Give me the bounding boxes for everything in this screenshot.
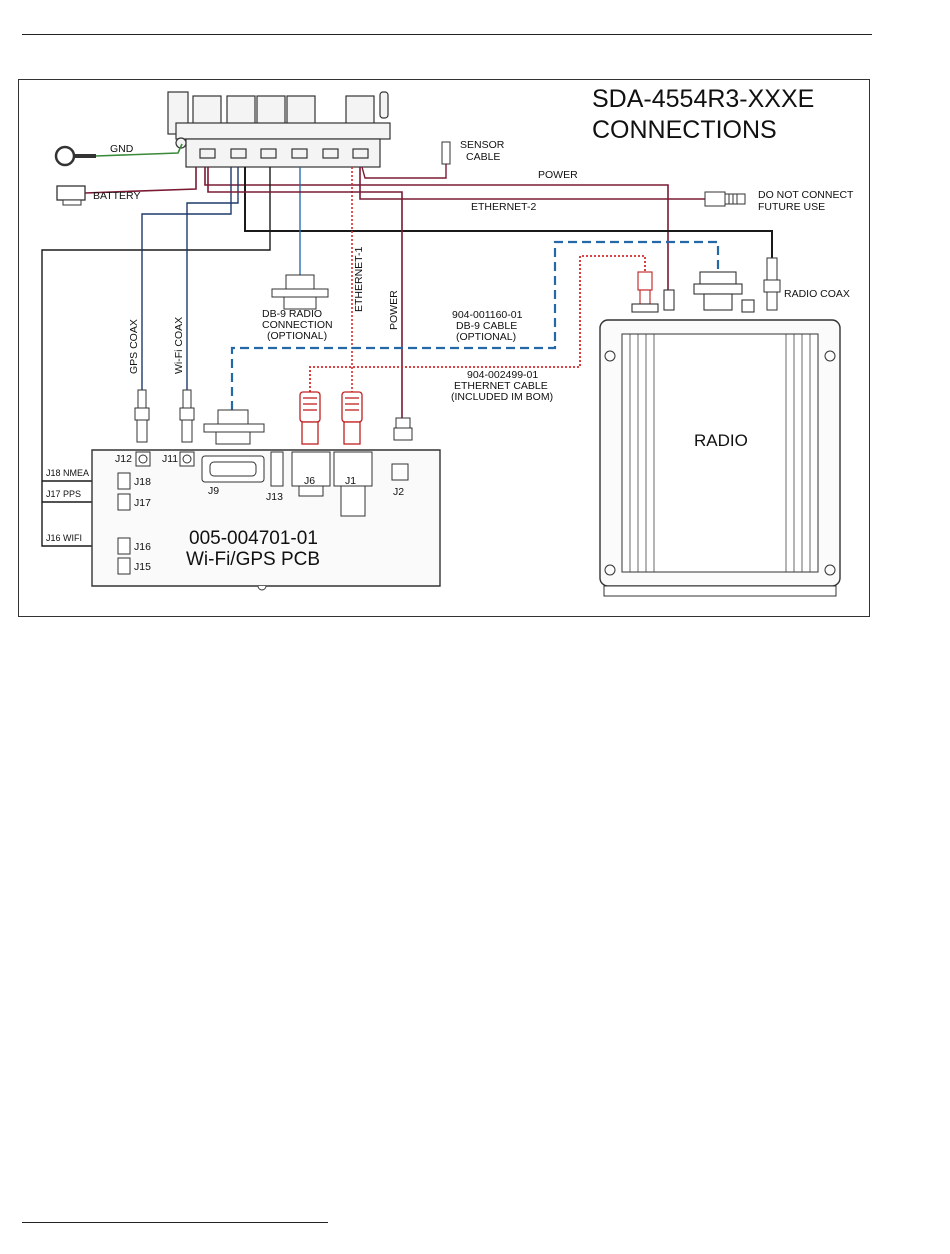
gnd-label: GND — [110, 143, 134, 155]
db9-cable-label-2: DB-9 CABLE — [456, 320, 517, 332]
sensor-connector — [441, 141, 451, 165]
gps-coax-connector — [134, 389, 150, 443]
diagram-frame — [18, 79, 870, 617]
radio-coax-connector — [763, 257, 781, 311]
eth-cable-label-1: 904-002499-01 — [467, 369, 538, 381]
rj45-plug-j6 — [299, 391, 321, 445]
ethernet-cable-wire — [309, 255, 646, 392]
db9-radio-label-2: CONNECTION — [262, 319, 333, 331]
sensor-label-1: SENSOR — [460, 139, 505, 151]
radio-coax-wire — [244, 167, 773, 258]
harness-connector — [167, 91, 391, 168]
battery-connector — [56, 167, 197, 206]
j16-label: J16 — [134, 541, 151, 553]
eth-cable-label-2: ETHERNET CABLE — [454, 380, 548, 392]
radio-coax-label: RADIO COAX — [784, 288, 850, 300]
j9-label: J9 — [208, 485, 219, 497]
gps-coax-label: GPS COAX — [128, 319, 140, 374]
radio-label: RADIO — [694, 431, 748, 450]
dnc-label-1: DO NOT CONNECT — [758, 189, 854, 201]
ethernet1-label: ETHERNET-1 — [353, 246, 365, 312]
sensor-label-2: CABLE — [466, 151, 500, 163]
rj45-plug-j1 — [341, 391, 363, 445]
header-rule — [22, 34, 872, 35]
j18-cable-label: J18 NMEA — [46, 468, 89, 478]
j11-label: J11 — [162, 453, 178, 465]
pcb-board — [91, 449, 441, 591]
battery-label: BATTERY — [93, 190, 140, 202]
power-radio-wire — [204, 167, 669, 300]
j12-label: J12 — [115, 453, 132, 465]
eth-cable-label-3: (INCLUDED IM BOM) — [451, 391, 553, 403]
j18-label: J18 — [134, 476, 151, 488]
wifi-coax-wire — [186, 167, 239, 390]
wifi-coax-connector — [179, 389, 195, 443]
db9-cable-wire — [230, 240, 720, 410]
db9-cable-label-1: 904-001160-01 — [452, 309, 523, 321]
db9-radio-connector — [271, 274, 329, 310]
gnd-ring-terminal — [54, 143, 183, 167]
j6-label: J6 — [304, 475, 315, 487]
power-pcb-plug — [393, 417, 413, 441]
db9-pcb-connector — [203, 409, 265, 445]
ethernet2-label: ETHERNET-2 — [471, 201, 537, 213]
ethernet2-wire — [359, 167, 705, 200]
j17-cable-label: J17 PPS — [46, 489, 81, 499]
j16-cable-label: J16 WIFI — [46, 533, 82, 543]
radio-unit — [599, 271, 841, 597]
footnote-rule — [22, 1222, 328, 1223]
sensor-wire — [361, 164, 447, 179]
j2-label: J2 — [393, 486, 404, 498]
dnc-label-2: FUTURE USE — [758, 201, 825, 213]
db9-radio-label-1: DB-9 RADIO — [262, 308, 322, 320]
power-vertical-label: POWER — [388, 290, 400, 330]
j16-cable — [41, 167, 271, 547]
ethernet2-plug — [704, 191, 746, 207]
pcb-name: Wi-Fi/GPS PCB — [186, 549, 320, 570]
j17-label: J17 — [134, 497, 151, 509]
j13-label: J13 — [266, 491, 283, 503]
j1-label: J1 — [345, 475, 356, 487]
j15-label: J15 — [134, 561, 151, 573]
wifi-coax-label: Wi-Fi COAX — [173, 317, 185, 374]
power-label: POWER — [538, 169, 578, 181]
title-line2: CONNECTIONS — [592, 116, 777, 144]
db9-radio-label-3: (OPTIONAL) — [267, 330, 327, 342]
pcb-part-number: 005-004701-01 — [189, 528, 318, 549]
db9-cable-label-3: (OPTIONAL) — [456, 331, 516, 343]
title-line1: SDA-4554R3-XXXE — [592, 85, 814, 113]
power-pcb-wire — [207, 167, 403, 418]
